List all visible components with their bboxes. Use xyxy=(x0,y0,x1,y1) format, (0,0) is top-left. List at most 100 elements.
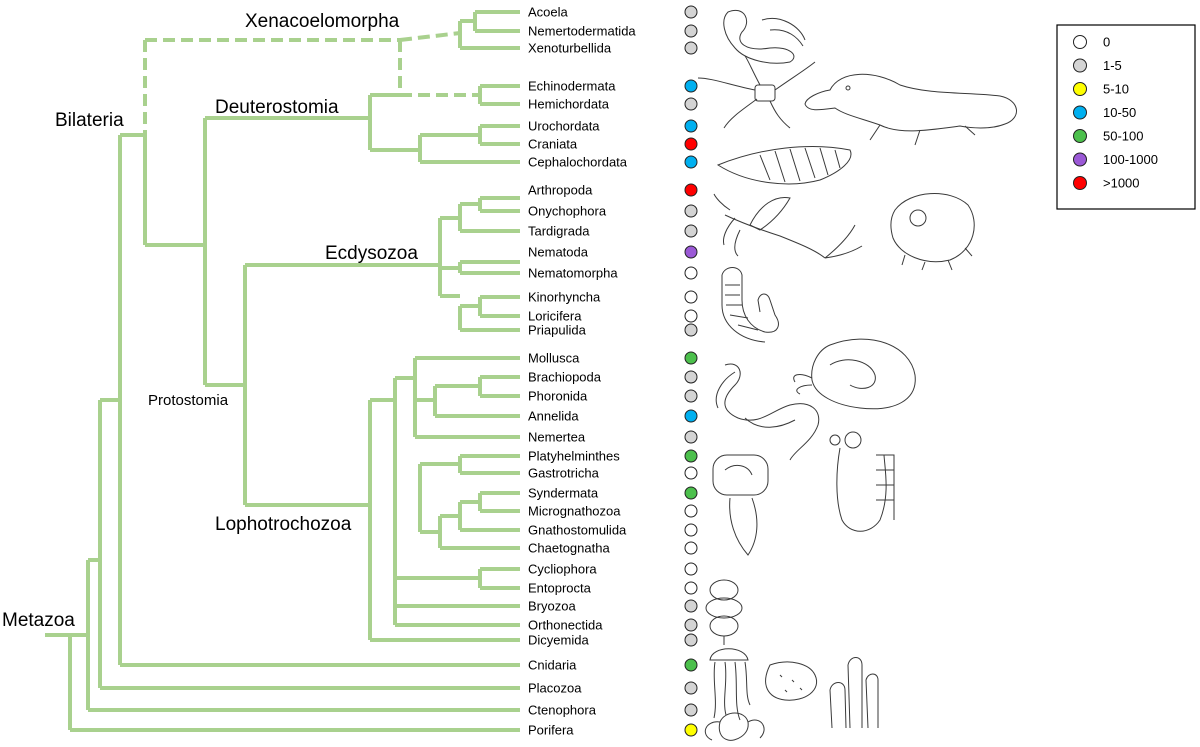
species-count-dot-ctenophora xyxy=(684,703,698,717)
clade-labels: Xenacoelomorpha Bilateria Deuterostomia … xyxy=(2,11,418,631)
legend-swatch-6 xyxy=(1073,176,1087,190)
legend-swatch-1 xyxy=(1073,58,1087,73)
species-count-dot-cnidaria xyxy=(684,658,698,672)
species-count-dot-micrognathozoa xyxy=(684,504,698,518)
taxon-label-hemichordata: Hemichordata xyxy=(528,97,610,112)
taxon-label-annelida: Annelida xyxy=(528,409,579,424)
taxon-label-chaetognatha: Chaetognatha xyxy=(528,541,610,556)
taxon-label-syndermata: Syndermata xyxy=(528,486,599,501)
taxon-label-dicyemida: Dicyemida xyxy=(528,633,589,648)
species-count-dot-loricifera xyxy=(684,309,698,323)
species-count-dot-nemertodermatida xyxy=(684,24,698,38)
bryozoan-sketch xyxy=(705,579,743,645)
species-count-dot-nematoda xyxy=(684,245,698,259)
taxon-label-brachiopoda: Brachiopoda xyxy=(528,370,602,385)
taxon-label-onychophora: Onychophora xyxy=(528,204,607,219)
clade-label-bilateria: Bilateria xyxy=(55,110,124,131)
legend-swatch-4 xyxy=(1073,129,1087,143)
species-count-dot-chaetognatha xyxy=(684,541,698,555)
animal-sketches xyxy=(697,9,1017,741)
taxon-label-phoronida: Phoronida xyxy=(528,389,588,404)
species-count-dot-nematomorpha xyxy=(684,266,698,280)
acoel-worm-sketch xyxy=(723,9,806,64)
species-count-dot-xenoturbellida xyxy=(684,41,698,55)
legend: 0 1-5 5-10 10-50 50-100 100-1000 >1000 xyxy=(1056,24,1196,210)
species-count-dot-mollusca xyxy=(684,351,698,365)
species-count-dot-brachiopoda xyxy=(684,370,698,384)
species-count-dot-dicyemida xyxy=(684,633,698,647)
taxon-label-platyhelminthes: Platyhelminthes xyxy=(528,449,620,464)
taxon-label-nematoda: Nematoda xyxy=(528,245,589,260)
taxon-label-gnathostomulida: Gnathostomulida xyxy=(528,523,627,538)
taxon-label-ctenophora: Ctenophora xyxy=(528,703,597,718)
taxon-label-echinodermata: Echinodermata xyxy=(528,79,616,94)
taxon-label-xenoturbellida: Xenoturbellida xyxy=(528,41,612,56)
flatworm-sketch xyxy=(712,454,769,556)
species-count-dot-porifera xyxy=(684,723,698,737)
species-count-dot-onychophora xyxy=(684,204,698,218)
branch-xenacoelomorpha xyxy=(458,10,520,50)
legend-label-0: 0 xyxy=(1103,35,1110,50)
taxon-label-nemertea: Nemertea xyxy=(528,430,586,445)
taxon-label-urochordata: Urochordata xyxy=(528,119,600,134)
branch-dashed-placement xyxy=(143,31,480,135)
legend-label-5: 100-1000 xyxy=(1103,152,1158,167)
species-count-dot-cycliophora xyxy=(684,562,698,576)
nautilus-sketch xyxy=(793,338,916,410)
taxon-label-gastrotricha: Gastrotricha xyxy=(528,466,600,481)
tardigrade-sketch xyxy=(890,193,975,271)
legend-items: 0 1-5 5-10 10-50 50-100 100-1000 >1000 xyxy=(1073,35,1158,191)
species-count-dot-syndermata xyxy=(684,486,698,500)
taxon-label-cnidaria: Cnidaria xyxy=(528,658,577,673)
species-count-dot-gnathostomulida xyxy=(684,523,698,537)
legend-label-3: 10-50 xyxy=(1103,105,1136,120)
clade-label-protostomia: Protostomia xyxy=(148,392,229,409)
taxon-label-acoela: Acoela xyxy=(528,5,569,20)
taxon-list: AcoelaNemertodermatidaXenoturbellidaEchi… xyxy=(528,5,698,738)
taxon-label-entoprocta: Entoprocta xyxy=(528,581,592,596)
taxon-label-nemertodermatida: Nemertodermatida xyxy=(528,24,636,39)
taxon-label-micrognathozoa: Micrognathozoa xyxy=(528,504,621,519)
legend-label-2: 5-10 xyxy=(1103,82,1129,97)
clade-label-ecdysozoa: Ecdysozoa xyxy=(325,243,418,264)
legend-swatch-5 xyxy=(1073,152,1087,167)
lancelet-sketch xyxy=(716,146,852,185)
brittle-star-sketch xyxy=(697,55,816,129)
taxon-label-priapulida: Priapulida xyxy=(528,323,587,338)
species-count-dot-cephalochordata xyxy=(684,155,698,169)
taxon-label-cephalochordata: Cephalochordata xyxy=(528,155,628,170)
species-count-dot-kinorhyncha xyxy=(684,290,698,304)
taxon-label-placozoa: Placozoa xyxy=(528,681,582,696)
legend-swatch-3 xyxy=(1073,105,1087,120)
species-count-dot-nemertea xyxy=(684,430,698,444)
clade-label-xenacoelomorpha: Xenacoelomorpha xyxy=(245,11,400,32)
legend-label-6: >1000 xyxy=(1103,176,1140,191)
placozoan-sketch xyxy=(765,661,818,701)
species-count-dot-echinodermata xyxy=(684,79,698,93)
mayfly-sketch xyxy=(713,193,863,259)
species-count-dot-hemichordata xyxy=(684,97,698,111)
jellyfish-sketch xyxy=(709,648,751,721)
taxon-label-porifera: Porifera xyxy=(528,723,574,738)
species-count-dot-entoprocta xyxy=(684,581,698,595)
tree-branches xyxy=(45,10,520,732)
species-count-dot-tardigrada xyxy=(684,224,698,238)
taxon-label-orthonectida: Orthonectida xyxy=(528,618,603,633)
taxon-label-tardigrada: Tardigrada xyxy=(528,224,590,239)
taxon-label-nematomorpha: Nematomorpha xyxy=(528,266,618,281)
species-count-dot-priapulida xyxy=(684,323,698,337)
platypus-sketch xyxy=(804,73,1017,146)
clade-label-metazoa: Metazoa xyxy=(2,610,75,631)
species-count-dot-gastrotricha xyxy=(684,466,698,480)
species-count-dot-phoronida xyxy=(684,389,698,403)
legend-label-1: 1-5 xyxy=(1103,58,1122,73)
ctenophore-sketch xyxy=(704,712,765,741)
legend-swatch-0 xyxy=(1073,35,1087,49)
earthworm-sketch xyxy=(715,363,820,461)
taxon-label-arthropoda: Arthropoda xyxy=(528,183,593,198)
tapeworm-sketch xyxy=(829,431,895,532)
taxon-label-cycliophora: Cycliophora xyxy=(528,562,597,577)
branch-backbone xyxy=(45,118,520,732)
legend-label-4: 50-100 xyxy=(1103,129,1143,144)
